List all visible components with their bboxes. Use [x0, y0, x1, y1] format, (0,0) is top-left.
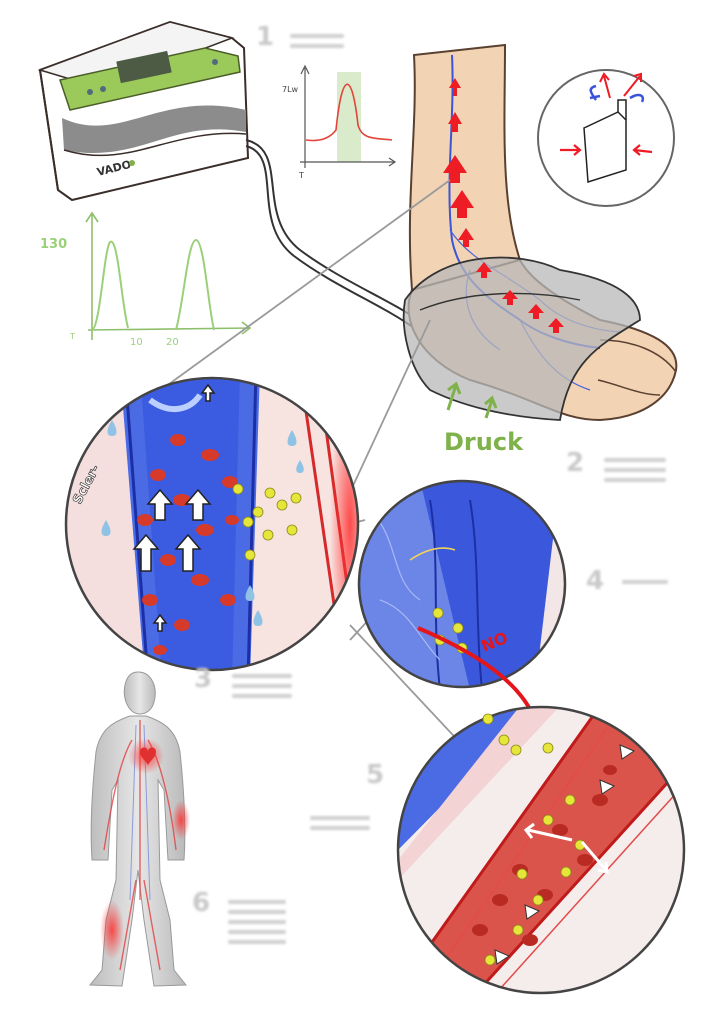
step-1-text: [290, 28, 344, 54]
step-2-text: [604, 452, 666, 488]
pressure-chart-y-tick: 130: [40, 237, 67, 252]
step-4-text: [622, 574, 668, 590]
pump-icon: [537, 69, 675, 207]
step-3-text: [232, 668, 292, 704]
pressure-label: Druck: [444, 428, 524, 456]
flow-chart-y-label: 7Lw: [282, 85, 299, 94]
artery-no-particles: [484, 794, 586, 966]
step-number: 1: [256, 22, 275, 52]
pressure-chart-x-tick: 10: [130, 337, 143, 348]
flow-chart-x-label: T: [298, 171, 304, 180]
pressure-chart: [85, 211, 252, 340]
artery-zoom-border: [396, 705, 686, 995]
step-number: 3: [194, 664, 213, 694]
device-cable: [245, 139, 419, 329]
step-5-text: [310, 810, 370, 836]
step-number: 4: [586, 566, 605, 596]
vado-device: [37, 20, 250, 202]
human-body: [88, 671, 190, 987]
water-drops: [101, 420, 304, 626]
pressure-arrows: [446, 381, 498, 419]
compression-cuff: [402, 256, 641, 421]
blood-flow-arrows: [443, 78, 564, 333]
dilation-arrows: [523, 822, 609, 874]
step-number: 2: [566, 448, 585, 478]
endothelium-zoom-circle: [359, 481, 565, 687]
step-6-text: [228, 894, 286, 950]
no-particles-trail: [482, 713, 554, 756]
no-particles: [232, 483, 302, 561]
pressure-chart-x-tick: 20: [166, 337, 179, 348]
endothelium-zoom-border: [357, 479, 567, 689]
step-number: 5: [366, 760, 385, 790]
step-number: 6: [192, 888, 211, 918]
red-blood-cells: [137, 434, 239, 655]
vein-zoom-border: [64, 376, 360, 672]
device-led: [129, 160, 135, 166]
platelet-triangles: [494, 744, 636, 965]
artery-red-cells: [472, 765, 617, 946]
pressure-chart-x-tick: T: [69, 332, 75, 341]
flow-chart: [300, 64, 397, 168]
vein-flow-arrows: [132, 383, 216, 632]
